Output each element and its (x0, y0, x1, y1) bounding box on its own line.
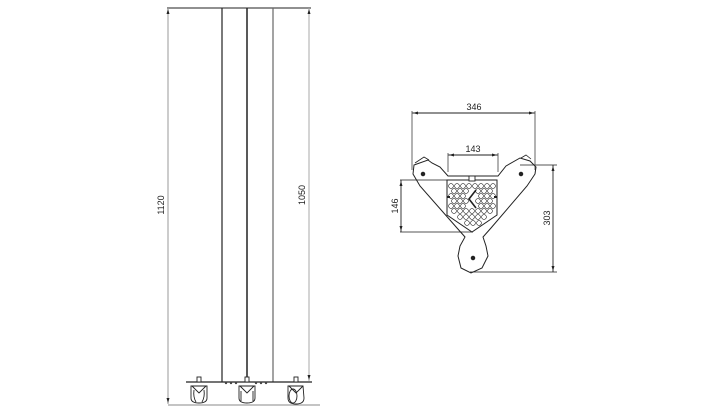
base-bolts (224, 381, 268, 385)
caster-wheel-right (287, 376, 305, 405)
tripod-base-outline (412, 157, 537, 274)
top-view (399, 111, 557, 274)
tray-box (446, 179, 498, 233)
dim-box-depth: 146 (390, 198, 400, 213)
dim-total-height: 1120 (156, 195, 166, 214)
tray-perforations (448, 183, 496, 226)
dim-overall-width: 346 (466, 102, 481, 112)
dim-overall-depth: 303 (542, 210, 552, 225)
dim-pole-height: 1050 (297, 185, 307, 205)
side-view (166, 7, 320, 406)
caster-wheel-center (238, 376, 256, 404)
dim-box-width: 143 (465, 144, 480, 154)
caster-wheel-left (190, 376, 208, 404)
